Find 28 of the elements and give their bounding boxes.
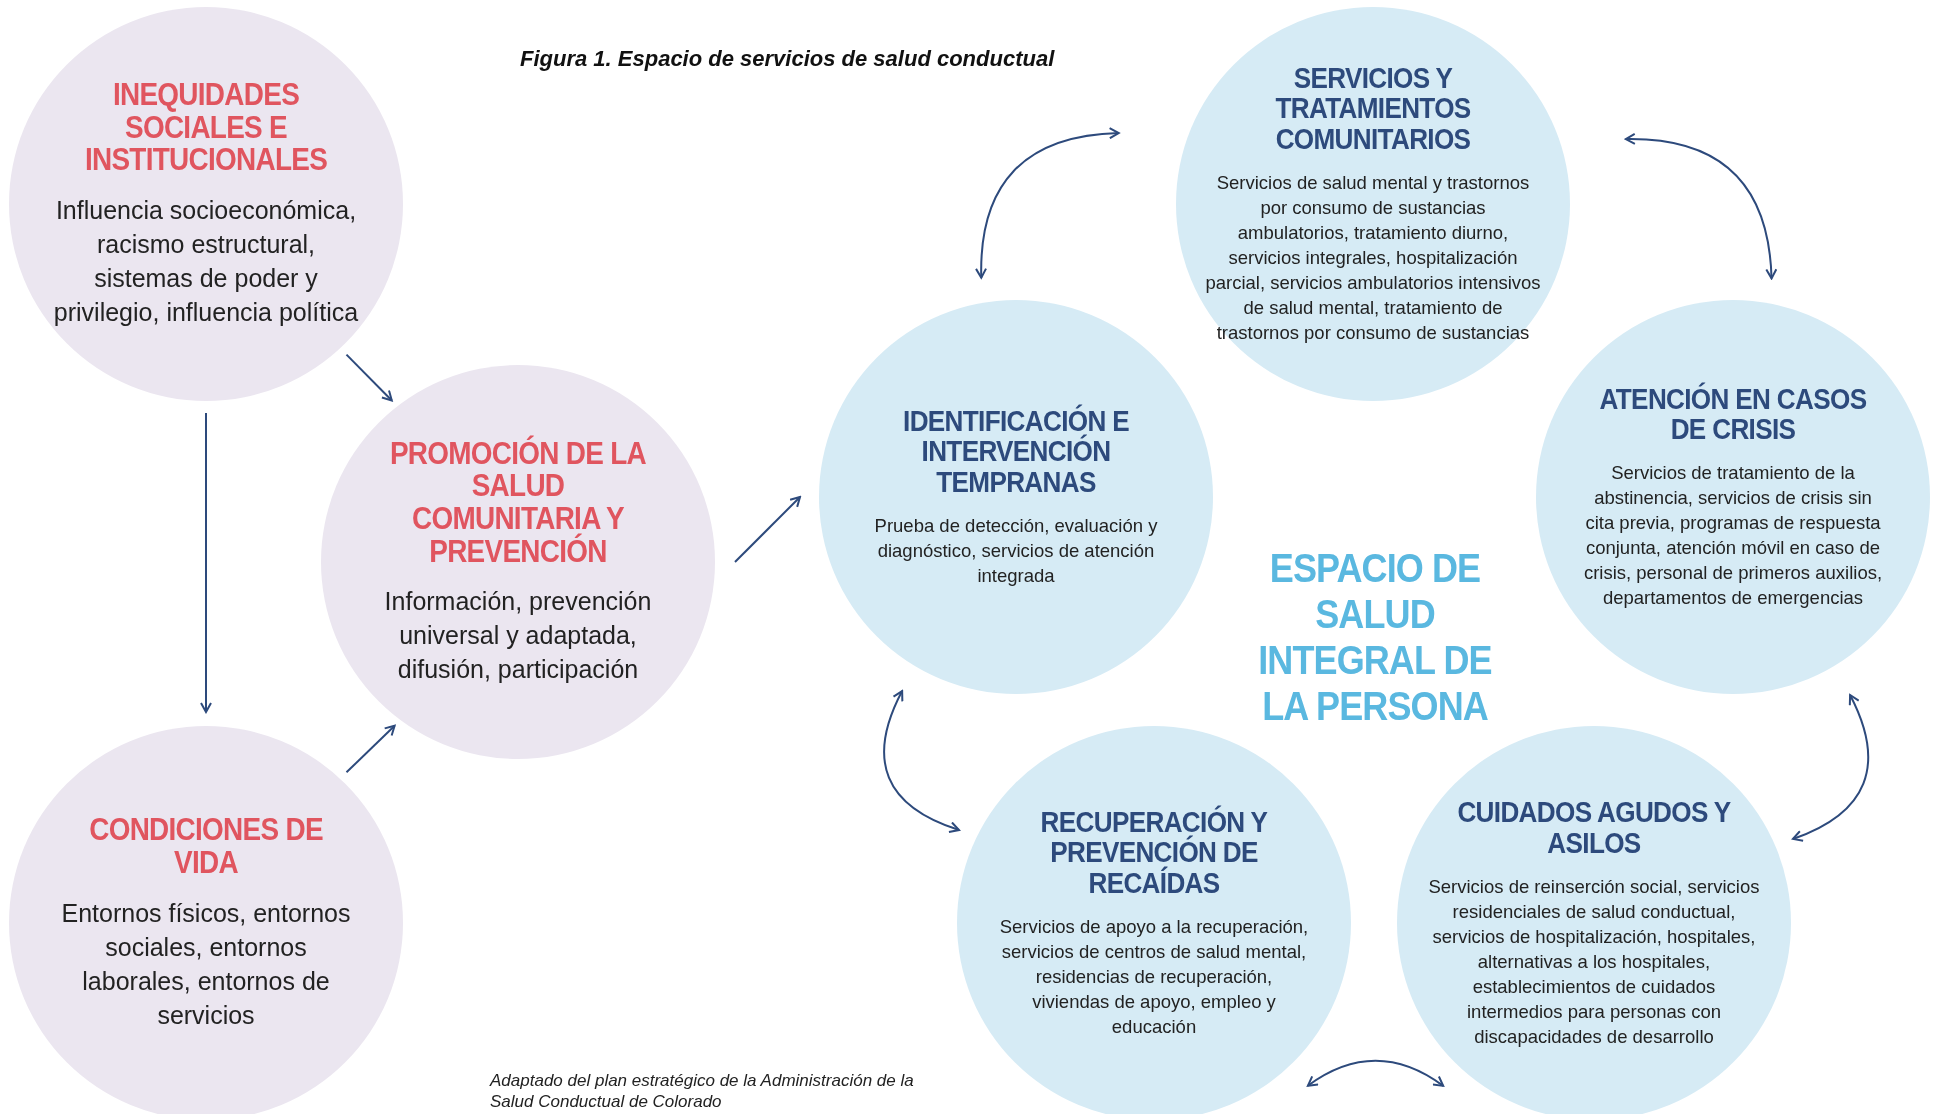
circle-heading: CONDICIONES DE VIDA xyxy=(88,814,324,880)
circle-description: Servicios de salud mental y trastornos por consumo de sustancias ambulatorios, tratamiento diurno, servicios integrales, hospitalización parcial, servicios ambulatorios intensivos de salud mental, tratamiento de trastornos por consumo de sustancias xyxy=(1204,171,1542,346)
arrow xyxy=(734,496,801,563)
arrow xyxy=(200,412,212,713)
figure-title: Figura 1. Espacio de servicios de salud conductual xyxy=(520,45,1055,73)
circle-heading: RECUPERACIÓN Y PREVENCIÓN DE RECAÍDAS xyxy=(1039,806,1269,899)
center-heading: ESPACIO DE SALUD INTEGRAL DE LA PERSONA xyxy=(1257,545,1493,729)
circle-description: Servicios de reinserción social, servicios residenciales de salud conductual, servicios de hospitalización, hospitales, alternativas a los hospitales, establecimientos de cuidados intermedios para personas con discapacidades de desarrollo xyxy=(1427,874,1761,1049)
arrow xyxy=(975,127,1120,279)
circle-heading: ATENCIÓN EN CASOS DE CRISIS xyxy=(1598,383,1868,445)
circle-description: Servicios de tratamiento de la abstinencia, servicios de crisis sin cita previa, programas de respuesta conjunta, atención móvil en caso de crisis, personal de primeros auxilios, departamentos de emergencias xyxy=(1583,461,1883,611)
arrow xyxy=(345,353,393,402)
circle-description: Entornos físicos, entornos sociales, entornos laborales, entornos de servicios xyxy=(60,897,352,1031)
circle-description: Influencia socioeconómica, racismo estructural, sistemas de poder y privilegio, influencia política xyxy=(52,194,360,328)
circle-description: Prueba de detección, evaluación y diagnóstico, servicios de atención integrada xyxy=(873,514,1159,589)
circle-heading: SERVICIOS Y TRATAMIENTOS COMUNITARIOS xyxy=(1274,62,1472,155)
arrow xyxy=(883,690,961,833)
circle-heading: INEQUIDADES SOCIALES E INSTITUCIONALES xyxy=(83,79,329,177)
arrow xyxy=(345,724,396,774)
circle-heading: IDENTIFICACIÓN E INTERVENCIÓN TEMPRANAS xyxy=(902,405,1130,498)
circle-heading: CUIDADOS AGUDOS Y ASILOS xyxy=(1456,797,1732,858)
arrow xyxy=(1624,133,1777,280)
circle-heading: PROMOCIÓN DE LA SALUD COMUNITARIA Y PREVENCIÓN xyxy=(388,437,648,569)
arrow xyxy=(1306,1059,1445,1087)
source-caption: Adaptado del plan estratégico de la Administración de la Salud Conductual de Colorado xyxy=(490,1070,915,1112)
circle-description: Servicios de apoyo a la recuperación, servicios de centros de salud mental, residencias de recuperación, viviendas de apoyo, empleo y educación xyxy=(999,915,1309,1040)
arrow xyxy=(1792,693,1870,842)
circle-description: Información, prevención universal y adaptada, difusión, participación xyxy=(383,586,653,686)
